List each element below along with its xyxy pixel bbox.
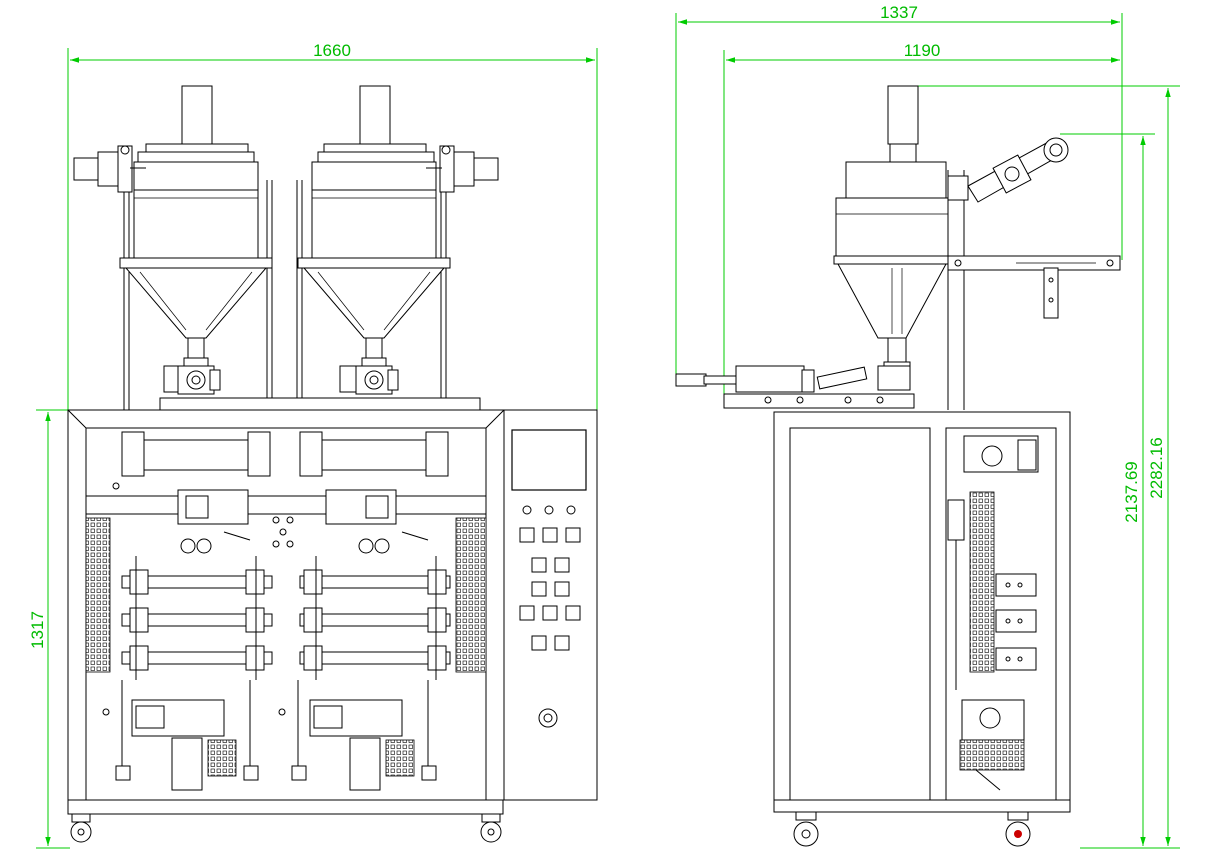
- dimension-front-width: 1660: [67, 41, 598, 410]
- dimension-front-height: 1317: [28, 409, 70, 849]
- side-bracket: [947, 255, 1121, 319]
- panel-button[interactable]: [554, 557, 570, 573]
- dimension-side-height-1: 2137.69: [1060, 133, 1180, 849]
- dim-label-1317: 1317: [28, 611, 47, 649]
- shaft-rows: [121, 556, 451, 680]
- panel-button[interactable]: [519, 527, 535, 543]
- panel-button[interactable]: [519, 605, 535, 621]
- side-hopper: [833, 85, 949, 373]
- panel-button[interactable]: [531, 581, 547, 597]
- indicator-lamp: [566, 505, 576, 515]
- dim-label-2282-16: 2282.16: [1147, 437, 1166, 498]
- dim-label-1337: 1337: [880, 3, 918, 22]
- indicator-lamp: [522, 505, 532, 515]
- panel-button[interactable]: [531, 557, 547, 573]
- control-panel: [511, 429, 587, 728]
- right-hopper: [297, 85, 499, 395]
- panel-button[interactable]: [531, 635, 547, 651]
- dim-label-1190: 1190: [904, 41, 941, 60]
- side-cylinder: [675, 365, 915, 409]
- front-view: [67, 85, 598, 843]
- left-hopper: [73, 85, 273, 395]
- panel-button[interactable]: [542, 605, 558, 621]
- side-casters: [793, 811, 1031, 847]
- emergency-stop-button[interactable]: [538, 708, 558, 728]
- panel-button[interactable]: [542, 527, 558, 543]
- panel-button[interactable]: [554, 581, 570, 597]
- dimension-side-height-2: 2282.16: [918, 85, 1180, 846]
- side-cabinet: [773, 411, 1071, 813]
- front-casters: [70, 813, 502, 843]
- side-motor-arm: [947, 137, 1069, 203]
- panel-button[interactable]: [565, 605, 581, 621]
- panel-button[interactable]: [565, 527, 581, 543]
- hmi-touchscreen[interactable]: [511, 429, 587, 491]
- dim-label-2137-69: 2137.69: [1122, 461, 1141, 522]
- dimension-side-width-total: 1337: [675, 3, 1123, 378]
- upper-frame: [123, 150, 481, 411]
- indicator-lamp: [544, 505, 554, 515]
- panel-button[interactable]: [554, 635, 570, 651]
- bottom-cutters: [115, 680, 437, 791]
- caster-brake-marker: [1014, 830, 1022, 838]
- dimension-side-width: 1190: [723, 41, 1120, 394]
- dim-label-1660: 1660: [313, 41, 351, 60]
- side-view: [675, 85, 1121, 847]
